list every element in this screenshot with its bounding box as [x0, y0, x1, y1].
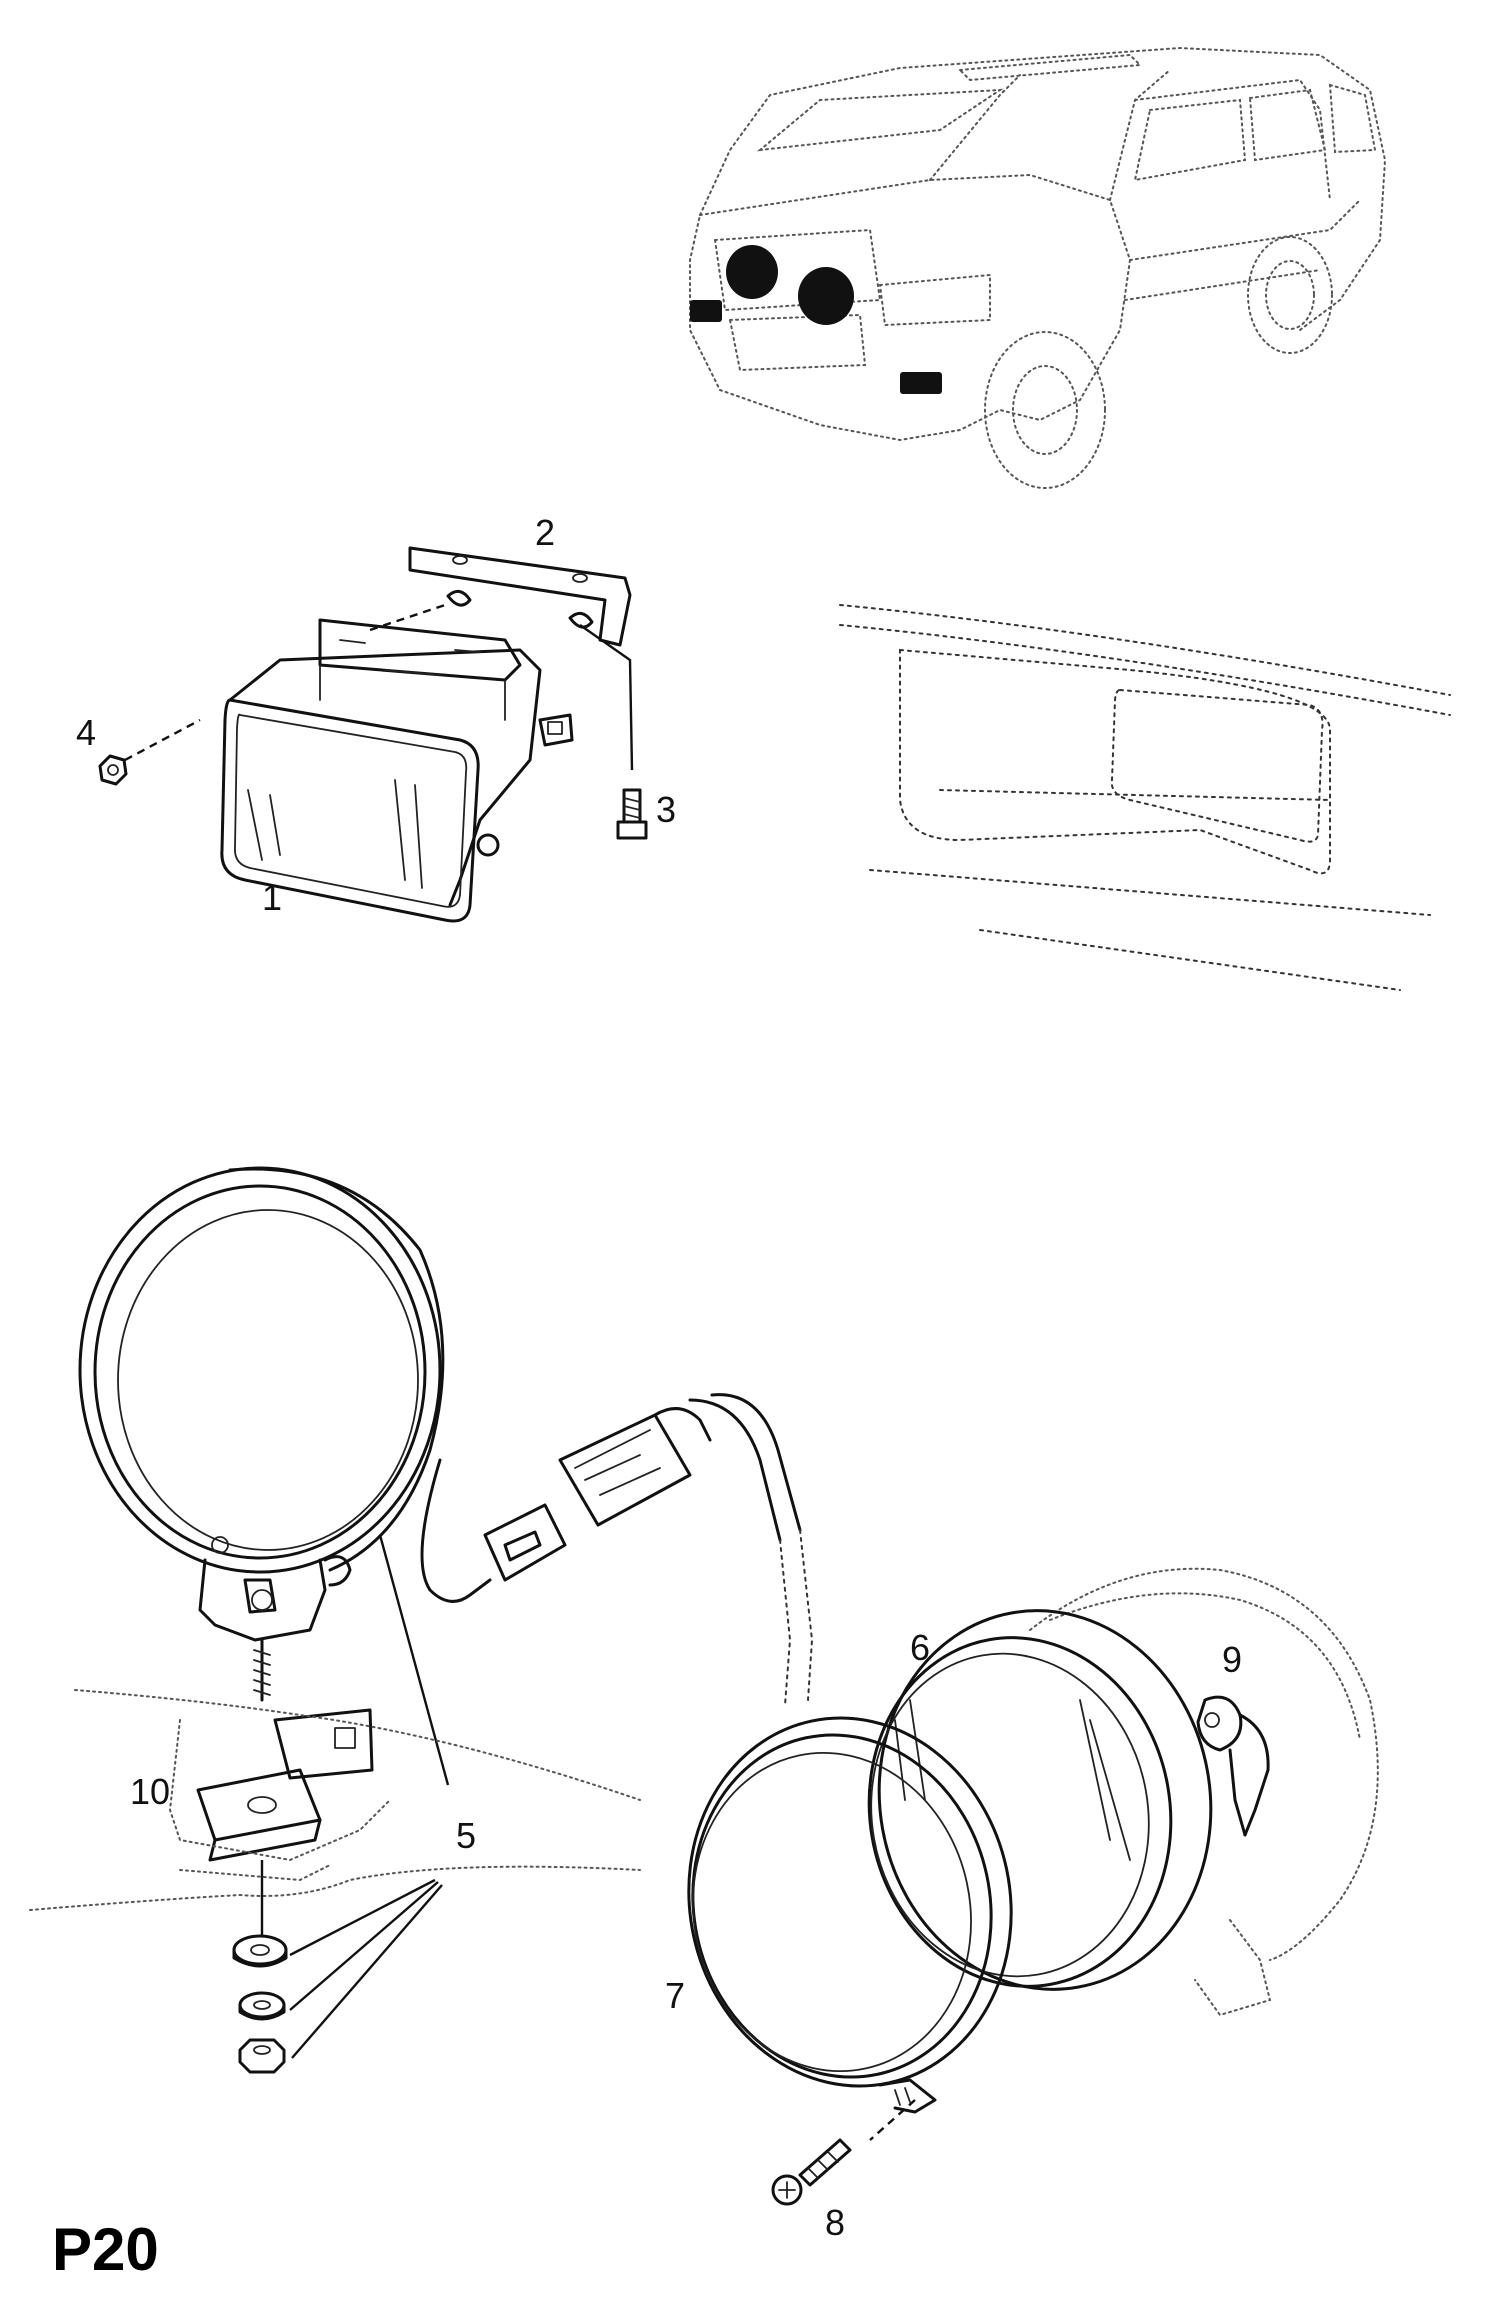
round-fog-lamp-assembly [29, 1166, 814, 2074]
callout-4: 4 [76, 712, 96, 753]
vehicle-illustration [689, 46, 1387, 489]
callout-8: 8 [825, 2202, 845, 2243]
callout-6: 6 [910, 1627, 930, 1668]
callout-5: 5 [456, 1815, 476, 1856]
rectangular-fog-lamp-assembly [98, 546, 648, 923]
callout-2: 2 [535, 512, 555, 553]
callout-10: 10 [130, 1771, 170, 1812]
page-code: P20 [52, 2216, 159, 2283]
callout-9: 9 [1222, 1639, 1242, 1680]
exploded-lamp-assembly [687, 1567, 1379, 2206]
callout-7: 7 [665, 1975, 685, 2016]
callout-1: 1 [262, 877, 282, 918]
bumper-cutout-detail [839, 604, 1451, 991]
callout-3: 3 [656, 789, 676, 830]
callout-labels: 1 2 3 4 5 6 7 8 9 10 [76, 512, 1242, 2243]
